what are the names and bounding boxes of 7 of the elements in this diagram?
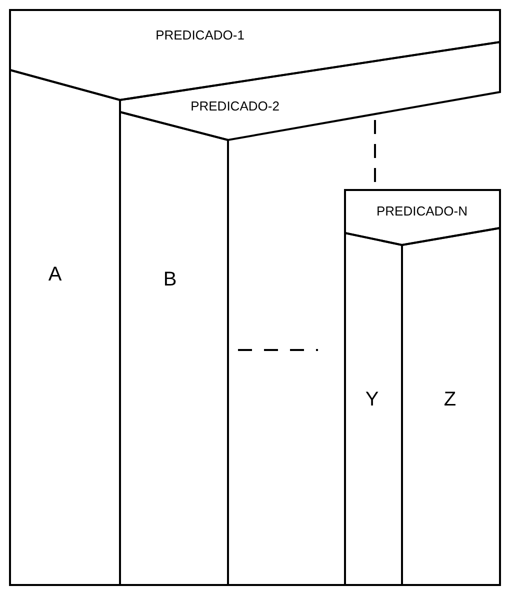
predicate-label: PREDICADO-N	[376, 204, 468, 218]
case-label: Y	[365, 388, 379, 412]
predicate-label: PREDICADO-1	[156, 28, 244, 42]
case-label: A	[48, 264, 62, 286]
predicate-label: PREDICADO-2	[190, 98, 280, 114]
case-label: B	[163, 268, 177, 292]
case-label: Z	[444, 388, 456, 412]
